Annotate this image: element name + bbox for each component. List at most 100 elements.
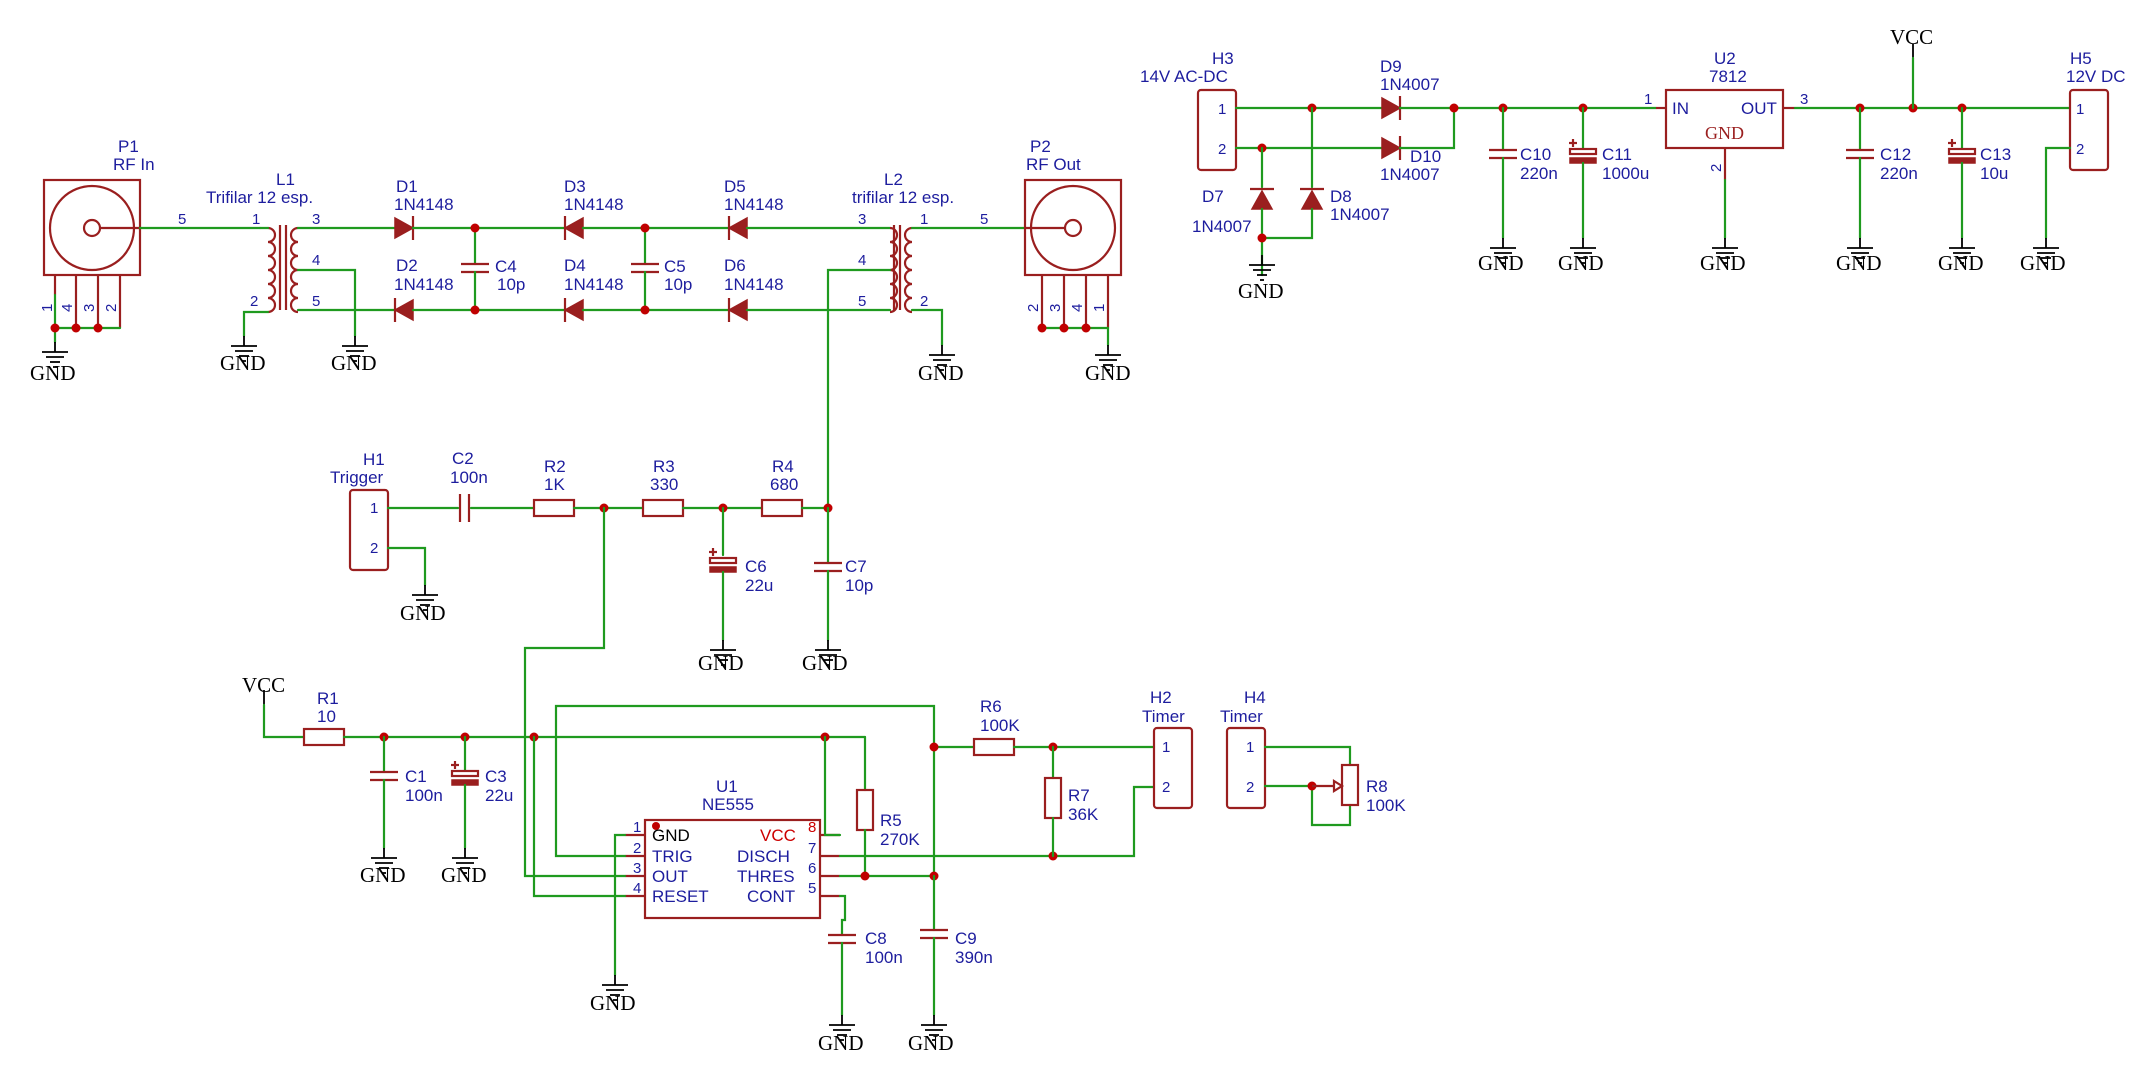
gnd-label: GND bbox=[400, 601, 446, 625]
u1-pin-num: 2 bbox=[633, 840, 641, 857]
p1-pin: 1 bbox=[39, 304, 56, 312]
gnd-label: GND bbox=[918, 361, 964, 385]
h4-value: Timer bbox=[1220, 707, 1263, 726]
l1-ref: L1 bbox=[276, 170, 295, 189]
h2-ref: H2 bbox=[1150, 688, 1172, 707]
l1-pin: 2 bbox=[250, 293, 258, 310]
d8-value: 1N4007 bbox=[1330, 205, 1390, 224]
d7-ref: D7 bbox=[1202, 187, 1224, 206]
c10-value: 220n bbox=[1520, 164, 1558, 183]
l2-pin: 1 bbox=[920, 211, 928, 228]
d8-ref: D8 bbox=[1330, 187, 1352, 206]
h3-ref: H3 bbox=[1212, 49, 1234, 68]
l1-pin: 5 bbox=[312, 293, 320, 310]
r4-ref: R4 bbox=[772, 457, 794, 476]
l1-pin: 4 bbox=[312, 252, 320, 269]
l2-pin: 5 bbox=[858, 293, 866, 310]
d3-ref: D3 bbox=[564, 177, 586, 196]
capacitor-c2 bbox=[458, 494, 471, 522]
c13-ref: C13 bbox=[1980, 145, 2011, 164]
d9-value: 1N4007 bbox=[1380, 75, 1440, 94]
c1-ref: C1 bbox=[405, 767, 427, 786]
p2-value: RF Out bbox=[1026, 155, 1081, 174]
u1-value: NE555 bbox=[702, 795, 754, 814]
c4-value: 10p bbox=[497, 275, 525, 294]
h3-pin: 1 bbox=[1218, 101, 1226, 118]
u1-pin-num: 3 bbox=[633, 860, 641, 877]
r2-ref: R2 bbox=[544, 457, 566, 476]
diode-d4 bbox=[563, 298, 584, 322]
gnd-label: GND bbox=[590, 991, 636, 1015]
h1-pin: 1 bbox=[370, 500, 378, 517]
r3-ref: R3 bbox=[653, 457, 675, 476]
d10-value: 1N4007 bbox=[1380, 165, 1440, 184]
gnd-label: GND bbox=[30, 361, 76, 385]
header-h3 bbox=[1196, 88, 1238, 172]
r1-value: 10 bbox=[317, 707, 336, 726]
u1-pin-name: DISCH bbox=[737, 847, 790, 866]
ic-u1-ne555 bbox=[625, 818, 840, 920]
h1-ref: H1 bbox=[363, 450, 385, 469]
diode-d10 bbox=[1381, 136, 1402, 160]
d1-value: 1N4148 bbox=[394, 195, 454, 214]
d2-value: 1N4148 bbox=[394, 275, 454, 294]
regulator-u2-7812 bbox=[1656, 88, 1795, 180]
c12-value: 220n bbox=[1880, 164, 1918, 183]
h5-ref: H5 bbox=[2070, 49, 2092, 68]
r8-value: 100K bbox=[1366, 796, 1406, 815]
p2-pin: 1 bbox=[1091, 304, 1108, 312]
diode-d6 bbox=[727, 298, 748, 322]
h1-pin: 2 bbox=[370, 540, 378, 557]
transformer-l1 bbox=[267, 225, 299, 314]
h4-pin: 1 bbox=[1246, 739, 1254, 756]
gnd-label: GND bbox=[1478, 251, 1524, 275]
diode-d5 bbox=[727, 216, 748, 240]
h4-ref: H4 bbox=[1244, 688, 1266, 707]
r7-value: 36K bbox=[1068, 805, 1099, 824]
l1-pin: 3 bbox=[312, 211, 320, 228]
c6-ref: C6 bbox=[745, 557, 767, 576]
u1-pin-num: 7 bbox=[808, 840, 816, 857]
diode-d1 bbox=[394, 216, 415, 240]
h5-pin: 1 bbox=[2076, 101, 2084, 118]
header-h5 bbox=[2068, 88, 2110, 172]
u1-pin-num: 1 bbox=[633, 819, 641, 836]
diode-d3 bbox=[563, 216, 584, 240]
gnd-label: GND bbox=[360, 863, 406, 887]
h2-pin: 2 bbox=[1162, 779, 1170, 796]
c7-ref: C7 bbox=[845, 557, 867, 576]
c3-value: 22u bbox=[485, 786, 513, 805]
r1-ref: R1 bbox=[317, 689, 339, 708]
u2-ref: U2 bbox=[1714, 49, 1736, 68]
u2-pin-gnd: GND bbox=[1705, 123, 1744, 143]
d3-value: 1N4148 bbox=[564, 195, 624, 214]
c6-value: 22u bbox=[745, 576, 773, 595]
d4-ref: D4 bbox=[564, 256, 586, 275]
u1-pin-name: GND bbox=[652, 826, 690, 845]
gnd-label: GND bbox=[1085, 361, 1131, 385]
u2-pin-out: OUT bbox=[1741, 99, 1777, 118]
transformer-l2 bbox=[889, 225, 913, 314]
header-h1 bbox=[348, 488, 390, 572]
u1-pin-name: CONT bbox=[747, 887, 795, 906]
u1-pin-name: TRIG bbox=[652, 847, 693, 866]
h5-pin: 2 bbox=[2076, 141, 2084, 158]
r5-ref: R5 bbox=[880, 811, 902, 830]
gnd-label: GND bbox=[220, 351, 266, 375]
h2-value: Timer bbox=[1142, 707, 1185, 726]
l2-value: trifilar 12 esp. bbox=[852, 188, 954, 207]
gnd-label: GND bbox=[1836, 251, 1882, 275]
u2-pin-num: 2 bbox=[1708, 164, 1725, 172]
p1-ref: P1 bbox=[118, 137, 139, 156]
u1-pin-num: 4 bbox=[633, 880, 641, 897]
d10-ref: D10 bbox=[1410, 147, 1441, 166]
gnd-label: GND bbox=[2020, 251, 2066, 275]
d4-value: 1N4148 bbox=[564, 275, 624, 294]
c11-value: 1000u bbox=[1602, 164, 1649, 183]
d5-ref: D5 bbox=[724, 177, 746, 196]
d5-value: 1N4148 bbox=[724, 195, 784, 214]
p1-pin: 5 bbox=[178, 211, 186, 228]
h4-pin: 2 bbox=[1246, 779, 1254, 796]
connector-p2 bbox=[1023, 178, 1123, 328]
p2-pin: 5 bbox=[980, 211, 988, 228]
